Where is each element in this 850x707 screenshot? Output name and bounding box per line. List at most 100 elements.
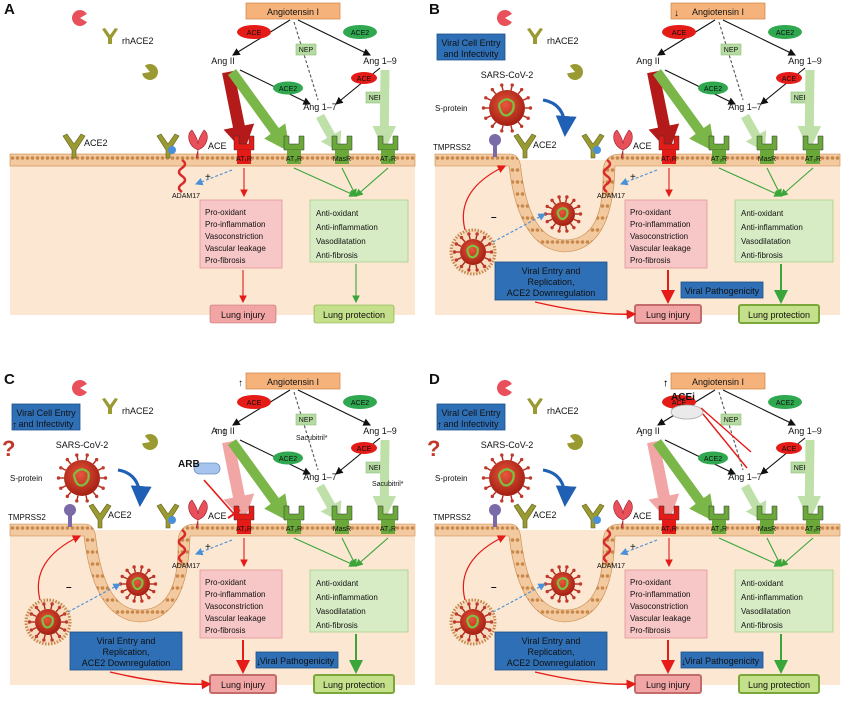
masr-receptor-body bbox=[335, 520, 349, 534]
rhace2-molecule bbox=[102, 28, 118, 44]
lung-protection-label: Lung protection bbox=[323, 680, 385, 690]
endosome-vesicle-virus-spike-tip bbox=[459, 235, 464, 240]
viral-entry-box-bg bbox=[11, 403, 81, 431]
effect-good-0: Anti-oxidant bbox=[316, 579, 359, 588]
spike-protein-label: S-protein bbox=[435, 474, 467, 483]
arrow-at1r-to-adam17 bbox=[194, 169, 233, 186]
endocytosed-virus-body bbox=[551, 572, 575, 596]
membrane-ace2-cleaved bbox=[581, 133, 605, 159]
tmprss2-stalk bbox=[493, 515, 497, 527]
endosome-vesicle-virus-spike-tip bbox=[489, 620, 494, 624]
at1r-receptor-shape bbox=[233, 135, 255, 151]
arrow-receptor-to-good-0 bbox=[293, 537, 358, 567]
sars-cov-2-virion-spike-tip bbox=[103, 476, 108, 480]
endosome-vesicle-virus-spike-tip bbox=[467, 268, 471, 272]
masr-receptor: MasR bbox=[331, 505, 353, 534]
ace2-enzyme-mid-label: ACE2 bbox=[704, 456, 722, 463]
adam17-cut-site bbox=[593, 146, 601, 154]
at2r-receptor-right-label: AT₂R bbox=[805, 526, 821, 533]
arrow-receptor-to-good-2 bbox=[780, 537, 814, 567]
pathogenicity-box-line: Viral Pathogenicity bbox=[685, 286, 760, 296]
ace-enzyme-top bbox=[237, 395, 271, 409]
masr-receptor-body bbox=[760, 520, 774, 534]
viral-entry-box-line: and Infectivity bbox=[443, 419, 499, 429]
sars-cov-2-virion-spike-tip bbox=[484, 486, 488, 490]
endosome-vesicle-virus-spike-tip bbox=[459, 605, 464, 610]
sars-cov-2-virion-spike-tip bbox=[519, 494, 524, 499]
at2r-receptor-left-label: AT₂R bbox=[711, 526, 727, 533]
at2r-receptor-left-label: AT₂R bbox=[286, 156, 302, 163]
ace2-enzyme-mid bbox=[698, 81, 728, 95]
ang-1-9-label: Ang 1–9 bbox=[363, 56, 397, 66]
endocytosed-virus-spike-tip bbox=[550, 198, 554, 203]
membrane-ace2-cleaved-shape bbox=[581, 503, 605, 529]
cell-membrane bbox=[434, 153, 841, 253]
endocytosed-virus-spike-tip bbox=[543, 212, 548, 216]
ace2-enzyme-top-label: ACE2 bbox=[776, 30, 794, 37]
at2r-receptor-left-label: AT₂R bbox=[711, 156, 727, 163]
endosome-vesicle-virus-spike-tip bbox=[454, 612, 459, 616]
angiotensin-i-box bbox=[670, 372, 766, 390]
tmprss2-enzyme bbox=[489, 504, 501, 516]
down-arrow-pathogenicity: ↓ bbox=[681, 657, 686, 668]
up-arrow-entry: ↑ bbox=[437, 420, 442, 431]
masr-receptor-shape bbox=[756, 135, 778, 151]
big-arrow-ang2-at1r bbox=[222, 70, 255, 152]
at2r-receptor-left-body bbox=[712, 520, 726, 534]
arrow-ang1-to-ang19 bbox=[722, 389, 796, 426]
endosome-vesicle-virus-spike-tip bbox=[487, 612, 492, 616]
membrane-ace2-bound bbox=[88, 503, 112, 529]
arrow-receptor-to-good-1 bbox=[766, 167, 782, 197]
endosome-vesicle-virus-spike-tip bbox=[475, 232, 479, 236]
endocytosed-virus bbox=[543, 195, 583, 233]
sars-cov-2-virion-spike-tip bbox=[85, 499, 89, 503]
endosome-vesicle-virus-spike-tip bbox=[475, 602, 479, 606]
ang-1-7-label: Ang 1–7 bbox=[728, 102, 762, 112]
at1r-receptor-shape bbox=[658, 135, 680, 151]
acei-inhibition-line-2 bbox=[700, 407, 752, 453]
nep-box-top bbox=[720, 413, 742, 426]
effects-bad-box bbox=[199, 199, 283, 269]
masr-receptor: MasR bbox=[331, 135, 353, 164]
spike-protein-label: S-protein bbox=[10, 474, 42, 483]
ace-enzyme-mid-label: ACE bbox=[357, 76, 372, 83]
arrow-receptor-to-good-0 bbox=[718, 167, 783, 197]
ace2-enzyme-top bbox=[343, 25, 377, 39]
angiotensin-i-box bbox=[670, 2, 766, 20]
replication-box-line: Viral Entry and bbox=[522, 266, 581, 276]
up-arrow-angiotensin: ↑ bbox=[238, 378, 243, 389]
up-arrow-entry: ↑ bbox=[12, 420, 17, 431]
endosome-vesicle-virus-spike-tip bbox=[27, 620, 32, 624]
sars-cov-2-virion-rna bbox=[497, 468, 515, 487]
ace2-enzyme-top-label: ACE2 bbox=[351, 30, 369, 37]
arb-inhibition-bar bbox=[227, 509, 241, 519]
replication-box-bg bbox=[494, 261, 608, 301]
up-arrow-angiotensin-2: ↑ bbox=[663, 378, 668, 389]
masr-receptor-label: MasR bbox=[333, 526, 351, 533]
arrow-at1r-to-adam17 bbox=[619, 539, 658, 556]
sars-cov-2-label: SARS-CoV-2 bbox=[481, 440, 534, 450]
sars-cov-2-virion-spike-tip bbox=[75, 499, 79, 503]
viral-entry-box-line: and Infectivity bbox=[443, 49, 499, 59]
effect-good-2: Vasodilatation bbox=[316, 237, 366, 246]
arrow-recycling bbox=[462, 165, 507, 231]
membrane-ace2-bound-shape bbox=[513, 133, 537, 159]
at1r-receptor: AT₁R bbox=[658, 505, 680, 534]
at2r-receptor-right-shape bbox=[377, 505, 399, 521]
arrow-recycling bbox=[37, 535, 82, 601]
endocytosed-virus-spike-tip bbox=[550, 225, 554, 230]
at2r-receptor-right-label: AT₂R bbox=[380, 526, 396, 533]
lung-injury-label: Lung injury bbox=[646, 680, 691, 690]
rhace2-molecule bbox=[527, 28, 543, 44]
ace-enzyme-top-label: ACE bbox=[247, 400, 262, 407]
endocytosed-virus-spike-tip bbox=[147, 595, 151, 600]
sars-cov-2-virion-body bbox=[489, 90, 525, 126]
replication-box-line: Replication, bbox=[102, 647, 149, 657]
effects-good-box bbox=[309, 569, 409, 633]
effect-bad-2: Vasoconstriction bbox=[630, 232, 688, 241]
endosome-vesicle-virus bbox=[27, 602, 69, 642]
pathogenicity-box-line: Viral Pathogenicity bbox=[685, 656, 760, 666]
